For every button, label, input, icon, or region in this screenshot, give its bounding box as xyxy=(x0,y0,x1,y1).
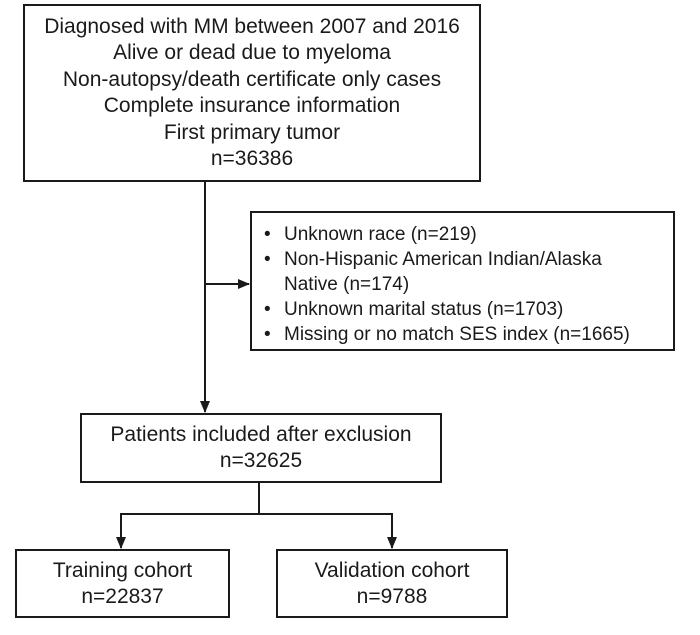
training-count: n=22837 xyxy=(81,584,164,608)
training-title: Training cohort xyxy=(52,558,193,582)
validation-cohort-box: Validation cohort n=9788 xyxy=(276,549,508,618)
eligibility-line: Alive or dead due to myeloma xyxy=(113,41,391,64)
exclusion-item-text: Missing or no match SES index (n=1665) xyxy=(284,324,630,345)
included-count: n=32625 xyxy=(219,449,303,472)
exclusion-list: • Unknown race (n=219) • Non-Hispanic Am… xyxy=(260,222,673,347)
validation-count: n=9788 xyxy=(356,584,428,608)
eligibility-line: First primary tumor xyxy=(163,120,341,144)
eligibility-count: n=36386 xyxy=(210,147,294,170)
exclusion-item-text: Unknown marital status (n=1703) xyxy=(284,299,564,320)
exclusion-item: • Missing or no match SES index (n=1665) xyxy=(260,322,673,347)
exclusion-item-text: Non-Hispanic American Indian/Alaska xyxy=(284,249,602,270)
training-cohort-box: Training cohort n=22837 xyxy=(15,549,230,618)
validation-title: Validation cohort xyxy=(314,558,470,582)
exclusion-criteria-box: • Unknown race (n=219) • Non-Hispanic Am… xyxy=(250,211,675,351)
eligibility-line: Non-autopsy/death certificate only cases xyxy=(62,67,442,91)
included-title: Patients included after exclusion xyxy=(110,423,412,446)
eligibility-criteria-box: Diagnosed with MM between 2007 and 2016 … xyxy=(23,4,481,182)
included-patients-box: Patients included after exclusion n=3262… xyxy=(80,413,442,483)
bullet-icon: • xyxy=(264,324,271,345)
bullet-icon: • xyxy=(264,224,271,245)
exclusion-item: • Non-Hispanic American Indian/Alaska Na… xyxy=(260,247,673,297)
exclusion-item: • Unknown marital status (n=1703) xyxy=(260,297,673,322)
bullet-icon: • xyxy=(264,249,271,270)
eligibility-line: Diagnosed with MM between 2007 and 2016 xyxy=(44,14,460,38)
eligibility-line: Complete insurance information xyxy=(103,94,401,117)
exclusion-item-text-continued: Native (n=174) xyxy=(284,274,410,295)
bullet-icon: • xyxy=(264,299,271,320)
exclusion-item: • Unknown race (n=219) xyxy=(260,222,673,247)
exclusion-item-text: Unknown race (n=219) xyxy=(284,224,477,245)
